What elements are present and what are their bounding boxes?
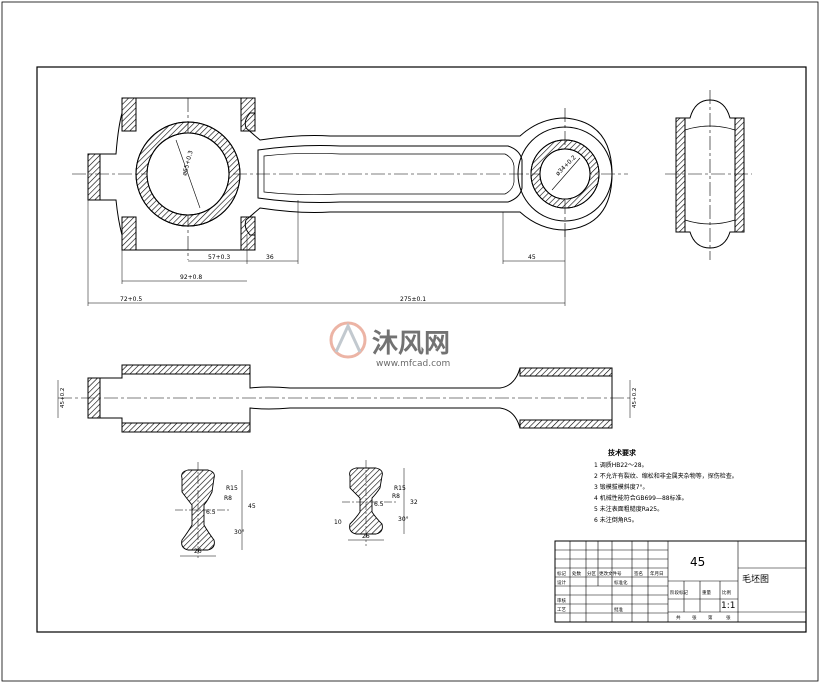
dim-72: 72+0.5 <box>120 296 142 303</box>
requirement-1: 1 调质HB22～28。 <box>594 461 648 469</box>
dim-92: 92+0.8 <box>180 274 202 281</box>
sec-left-deg: 30° <box>234 529 245 536</box>
sec-right-deg: 30° <box>398 516 409 523</box>
sec-right-s2: 10 <box>334 519 342 526</box>
requirement-3: 3 锻模拔模斜度7°。 <box>594 483 649 491</box>
requirement-2: 2 不允许有裂纹、缩松和非金属夹杂物等，探伤检查。 <box>594 472 738 480</box>
tb-sheets-2: 第 <box>708 614 713 621</box>
dim-right-side: 45+0.2 <box>632 388 638 408</box>
requirement-6: 6 未注倒角R5。 <box>594 516 638 524</box>
watermark-logo <box>329 321 367 359</box>
sec-right-w: 26 <box>362 533 370 540</box>
dim-45-front: 45 <box>528 254 536 261</box>
side-view <box>665 90 752 260</box>
requirement-5: 5 未注表面粗糙度Ra25。 <box>594 505 663 513</box>
tb-material: 45 <box>690 555 705 569</box>
requirement-4: 4 机械性能符合GB699—88标准。 <box>594 494 688 502</box>
plan-view <box>57 364 631 433</box>
tb-scale: 1:1 <box>721 601 735 611</box>
front-view <box>72 97 628 306</box>
dim-left-side: 45+0.2 <box>60 388 66 408</box>
tb-sheets-0: 共 <box>676 614 681 621</box>
tb-process: 工艺 <box>557 607 566 613</box>
tb-sheets-3: 张 <box>726 614 731 621</box>
tb-design: 设计 <box>557 579 566 586</box>
sec-right-s: 6.5 <box>374 501 384 508</box>
tb-header-4: 签名 <box>634 570 643 577</box>
watermark-url: www.mfcad.com <box>376 359 450 369</box>
sec-left-r15: R15 <box>226 485 238 492</box>
tb-stage: 阶段标记 <box>670 589 688 596</box>
tb-header-2: 分区 <box>587 570 596 577</box>
sec-left-w: 26 <box>194 548 202 555</box>
title-block <box>554 540 807 623</box>
tb-header-3: 更改文件号 <box>599 570 622 577</box>
tb-header-1: 处数 <box>572 570 581 577</box>
tb-check: 审核 <box>557 597 566 604</box>
watermark-text: 沐风网 <box>372 329 450 359</box>
tb-header-0: 标记 <box>557 570 566 577</box>
inner-frame <box>36 66 807 633</box>
section-left <box>175 462 243 560</box>
sec-right-r8: R8 <box>392 493 400 500</box>
tb-header-5: 年月日 <box>650 570 664 577</box>
sec-right-r15: R15 <box>394 485 406 492</box>
sec-right-h: 32 <box>410 499 418 506</box>
dim-36: 36 <box>266 254 274 261</box>
sec-left-r8: R8 <box>224 495 232 502</box>
dim-57: 57+0.3 <box>208 254 230 261</box>
requirements-title: 技术要求 <box>608 448 637 457</box>
section-right <box>342 460 405 546</box>
tb-approve: 批准 <box>614 606 623 613</box>
dim-275: 275±0.1 <box>400 296 426 303</box>
tb-sheets-1: 张 <box>692 614 697 621</box>
sec-left-s: 6.5 <box>206 509 216 516</box>
tb-ratio: 比例 <box>722 589 731 596</box>
sec-left-h: 45 <box>248 503 256 510</box>
tb-weight: 重量 <box>702 589 711 596</box>
tb-standard: 标准化 <box>614 579 628 586</box>
tb-drawing-name: 毛坯图 <box>742 573 769 585</box>
